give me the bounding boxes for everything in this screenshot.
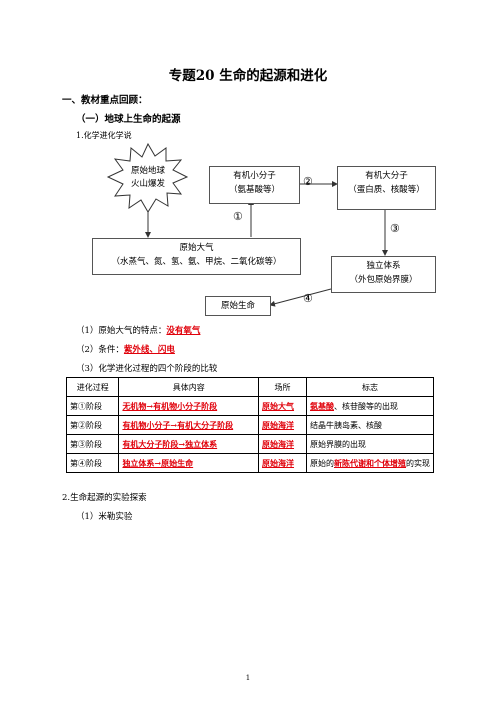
item-heading-2: 2.生命起源的实验探索 — [62, 493, 147, 503]
big-molecule-box: 有机大分子 （蛋白质、核酸等） — [337, 166, 436, 210]
cell-place: 原始海洋 — [258, 415, 307, 435]
place-text: 原始海洋 — [262, 457, 295, 468]
mark-highlight: 氨基酸 — [310, 400, 334, 411]
cell-content: 有机大分子阶段→独立体系 — [118, 434, 260, 454]
header-process: 进化过程 — [65, 377, 120, 397]
place-text: 原始海洋 — [262, 438, 295, 449]
place-text: 原始大气 — [262, 400, 295, 411]
question-2: （2）条件：紫外线、闪电 — [76, 343, 175, 355]
cell-content: 独立体系→原始生命 — [118, 453, 260, 473]
mark-highlight: 新陈代谢和个体增殖 — [334, 457, 406, 468]
cell-place: 原始大气 — [258, 396, 307, 416]
cell-mark: 原始的新陈代谢和个体增殖的实现 — [306, 453, 434, 473]
header-content: 具体内容 — [118, 377, 260, 397]
question-2-answer: 紫外线、闪电 — [123, 345, 175, 355]
header-place: 场所 — [258, 377, 307, 397]
stage-comparison-table: 进化过程 具体内容 场所 标志 第①阶段 无机物→有机物小分子阶段 原始大气 氨… — [65, 377, 434, 473]
cell-stage: 第①阶段 — [65, 396, 120, 416]
primitive-life-box: 原始生命 — [205, 296, 271, 316]
table-row: 第②阶段 有机物小分子→有机大分子阶段 原始海洋 结晶牛胰岛素、核酸 — [65, 415, 434, 435]
big-molecule-title: 有机大分子 — [365, 171, 408, 181]
question-3: （3）化学进化过程的四个阶段的比较 — [76, 364, 218, 374]
cell-place: 原始海洋 — [258, 434, 307, 454]
cell-place: 原始海洋 — [258, 453, 307, 473]
table-row: 第④阶段 独立体系→原始生命 原始海洋 原始的新陈代谢和个体增殖的实现 — [65, 453, 434, 473]
content-text: 独立体系→原始生命 — [122, 457, 194, 468]
mark-text: 原始界膜的出现 — [310, 439, 366, 449]
item-heading-1: 1.化学进化学说 — [76, 131, 132, 140]
mark-text: 结晶牛胰岛素、核酸 — [310, 420, 382, 430]
cell-stage: 第④阶段 — [65, 453, 120, 473]
question-1: （1）原始大气的特点：没有氧气 — [76, 324, 200, 336]
cell-mark: 结晶牛胰岛素、核酸 — [306, 415, 434, 435]
cell-content: 有机物小分子→有机大分子阶段 — [118, 415, 260, 435]
question-1-label: （1）原始大气的特点： — [76, 326, 167, 336]
step-3-marker: ③ — [390, 222, 400, 235]
page-number: 1 — [245, 674, 251, 682]
subsection-heading: （一）地球上生命的起源 — [76, 114, 181, 125]
cell-stage: 第②阶段 — [65, 415, 120, 435]
atmosphere-note: （水蒸气、氮、氢、氨、甲烷、二氧化碳等） — [111, 257, 282, 267]
independent-system-title: 独立体系 — [366, 261, 401, 271]
diagram-connectors — [106, 142, 388, 307]
page-title: 专题20 生命的起源和进化 — [168, 68, 328, 84]
atmosphere-box: 原始大气 （水蒸气、氮、氢、氨、甲烷、二氧化碳等） — [92, 238, 301, 275]
content-text: 有机大分子阶段→独立体系 — [122, 438, 218, 449]
step-1-marker: ① — [233, 210, 243, 223]
burst-line-2: 火山爆发 — [130, 179, 165, 189]
cell-content: 无机物→有机物小分子阶段 — [118, 396, 260, 416]
cell-stage: 第③阶段 — [65, 434, 120, 454]
header-mark: 标志 — [306, 377, 434, 397]
atmosphere-title: 原始大气 — [179, 243, 214, 253]
big-molecule-note: （蛋白质、核酸等） — [348, 185, 425, 195]
content-text: 有机物小分子→有机大分子阶段 — [122, 419, 234, 430]
question-1-answer: 没有氧气 — [166, 326, 201, 336]
mark-prefix: 原始的 — [310, 458, 334, 468]
question-2-label: （2）条件： — [76, 345, 124, 355]
table-row: 第①阶段 无机物→有机物小分子阶段 原始大气 氨基酸、核苷酸等的出现 — [65, 396, 434, 416]
cell-mark: 氨基酸、核苷酸等的出现 — [306, 396, 434, 416]
chemical-evolution-diagram: 原始地球 火山爆发 有机小分子 （氨基酸等） 有机大分子 （蛋白质、核酸等） 原… — [0, 0, 496, 330]
content-text: 无机物→有机物小分子阶段 — [122, 400, 218, 411]
mark-text: 、核苷酸等的出现 — [334, 401, 398, 411]
volcano-burst-label: 原始地球 火山爆发 — [110, 165, 186, 191]
table-header-row: 进化过程 具体内容 场所 标志 — [65, 377, 434, 397]
section-heading: 一、教材重点回顾： — [62, 95, 148, 106]
small-molecule-box: 有机小分子 （氨基酸等） — [209, 166, 300, 204]
place-text: 原始海洋 — [262, 419, 295, 430]
step-2-marker: ② — [303, 175, 313, 188]
table-row: 第③阶段 有机大分子阶段→独立体系 原始海洋 原始界膜的出现 — [65, 434, 434, 454]
cell-mark: 原始界膜的出现 — [306, 434, 434, 454]
burst-line-1: 原始地球 — [130, 166, 165, 176]
mark-text: 的实现 — [406, 458, 430, 468]
item-heading-2-1: （1）米勒实验 — [76, 512, 133, 522]
independent-system-note: （外包原始界膜） — [349, 275, 418, 285]
small-molecule-title: 有机小分子 — [233, 171, 276, 181]
small-molecule-note: （氨基酸等） — [228, 185, 280, 195]
step-4-marker: ④ — [303, 292, 313, 305]
independent-system-box: 独立体系 （外包原始界膜） — [331, 256, 436, 293]
